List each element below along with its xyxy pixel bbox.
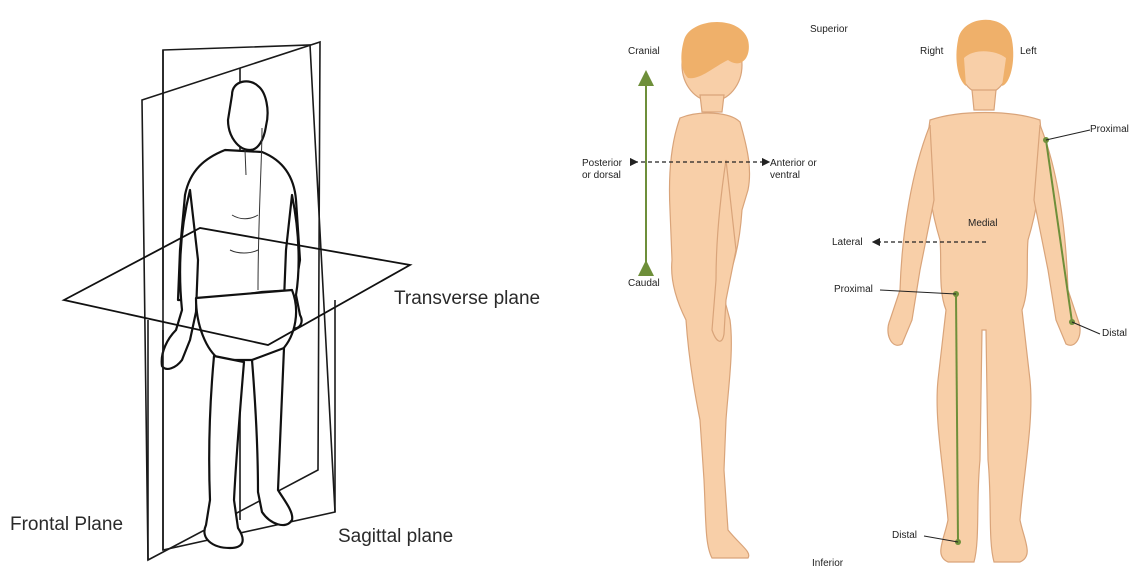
medial-label: Medial: [968, 218, 997, 230]
proximal-leg-label: Proximal: [834, 284, 873, 296]
distal-arm-label: Distal: [1102, 328, 1127, 340]
distal-leg-label: Distal: [892, 530, 917, 542]
frontal-plane-label: Frontal Plane: [10, 514, 123, 536]
inferior-label: Inferior: [812, 558, 843, 570]
cranial-label: Cranial: [628, 46, 660, 58]
superior-label: Superior: [810, 24, 848, 36]
side-view-figure: [669, 29, 749, 558]
sagittal-plane-label: Sagittal plane: [338, 526, 453, 548]
right-label: Right: [920, 46, 943, 58]
transverse-plane-label: Transverse plane: [394, 288, 540, 310]
posterior-label: Posterior or dorsal: [582, 158, 622, 182]
body-planes-diagram: [0, 0, 560, 572]
anterior-label: Anterior or ventral: [770, 158, 817, 182]
left-label: Left: [1020, 46, 1037, 58]
lateral-label: Lateral: [832, 237, 863, 249]
proximal-arm-label: Proximal: [1090, 124, 1129, 136]
caudal-label: Caudal: [628, 278, 660, 290]
front-view-figure: [888, 26, 1080, 562]
